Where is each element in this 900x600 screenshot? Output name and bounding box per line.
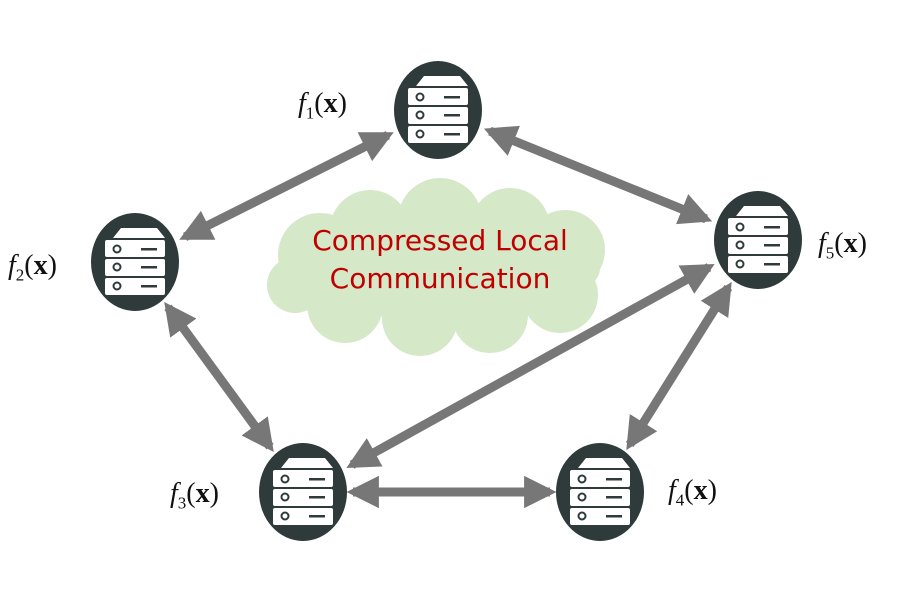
subscript: 2 [15,265,25,285]
arg: x [33,250,48,281]
node-f2 [91,213,179,311]
cloud-label: Compressed Local Communication [270,222,610,298]
node-f1 [394,61,482,159]
subscript: 5 [825,243,835,263]
subscript: 1 [305,103,315,123]
edge-f4-f5 [625,281,733,451]
subscript: 3 [177,493,187,513]
node-label-f3: f3(x) [170,478,219,513]
fn: f [818,228,826,259]
node-label-f5: f5(x) [818,228,867,263]
subscript: 4 [675,490,685,510]
cloud-label-line2: Communication [329,262,551,295]
arg: x [693,475,708,506]
arg: x [323,88,338,119]
fn: f [170,478,178,509]
edge-f1-f5 [483,125,713,225]
node-f5 [714,191,802,289]
fn: f [298,88,306,119]
node-label-f2: f2(x) [8,250,57,285]
arg: x [843,228,858,259]
fn: f [8,250,16,281]
arg: x [195,478,210,509]
fn: f [668,475,676,506]
cloud-label-line1: Compressed Local [312,224,568,257]
node-label-f4: f4(x) [668,475,717,510]
node-label-f1: f1(x) [298,88,347,123]
edge-f1-f2 [179,131,394,241]
node-f3 [259,443,347,541]
node-f4 [556,443,644,541]
edge-f2-f3 [164,301,274,453]
